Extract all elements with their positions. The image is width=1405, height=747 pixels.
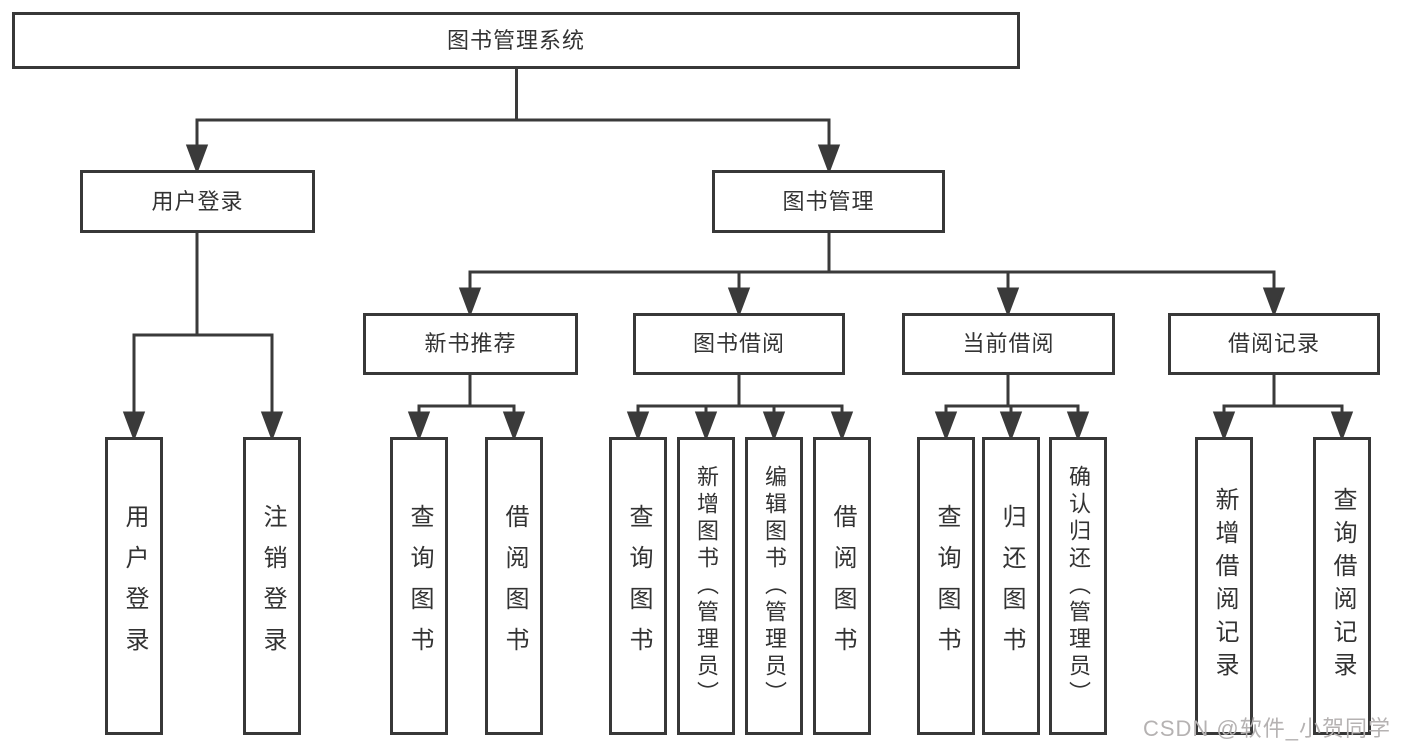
node-user-login: 用户登录 <box>80 170 315 233</box>
leaf-label: 注销登录 <box>259 504 286 668</box>
node-root-label: 图书管理系统 <box>446 27 585 53</box>
csdn-watermark: CSDN @软件_小贺同学 <box>1142 716 1391 741</box>
leaf-label: 新增借阅记录 <box>1211 487 1238 685</box>
leaf-query-books-borrow: 查询图书 <box>609 437 667 735</box>
node-label: 借阅记录 <box>1227 331 1320 356</box>
leaf-return-book: 归还图书 <box>982 437 1040 735</box>
node-book-borrow: 图书借阅 <box>633 313 845 375</box>
leaf-label: 确认归还（管理员） <box>1066 464 1091 708</box>
leaf-query-borrow-record: 查询借阅记录 <box>1313 437 1371 735</box>
node-label: 用户登录 <box>151 188 244 214</box>
leaf-label: 查询图书 <box>406 504 433 668</box>
leaf-add-book-admin: 新增图书（管理员） <box>677 437 735 735</box>
node-label: 图书管理 <box>782 188 875 214</box>
node-root: 图书管理系统 <box>12 12 1020 69</box>
leaf-confirm-return-admin: 确认归还（管理员） <box>1049 437 1107 735</box>
node-label: 新书推荐 <box>424 331 517 356</box>
leaf-label: 归还图书 <box>998 504 1025 668</box>
leaf-query-books-current: 查询图书 <box>917 437 975 735</box>
leaf-label: 借阅图书 <box>829 504 856 668</box>
leaf-label: 查询借阅记录 <box>1329 487 1356 685</box>
leaf-user-login: 用户登录 <box>105 437 163 735</box>
node-label: 图书借阅 <box>692 331 785 356</box>
leaf-label: 新增图书（管理员） <box>694 464 719 708</box>
leaf-query-books-recommend: 查询图书 <box>390 437 448 735</box>
leaf-label: 查询图书 <box>933 504 960 668</box>
node-label: 当前借阅 <box>962 331 1055 356</box>
node-new-book-recommend: 新书推荐 <box>363 313 578 375</box>
leaf-edit-book-admin: 编辑图书（管理员） <box>745 437 803 735</box>
leaf-add-borrow-record: 新增借阅记录 <box>1195 437 1253 735</box>
node-book-management: 图书管理 <box>712 170 945 233</box>
leaf-label: 编辑图书（管理员） <box>762 464 787 708</box>
node-current-borrow: 当前借阅 <box>902 313 1115 375</box>
leaf-label: 借阅图书 <box>501 504 528 668</box>
leaf-label: 用户登录 <box>121 504 148 668</box>
leaf-label: 查询图书 <box>625 504 652 668</box>
node-borrow-records: 借阅记录 <box>1168 313 1380 375</box>
leaf-logout: 注销登录 <box>243 437 301 735</box>
leaf-borrow-books-recommend: 借阅图书 <box>485 437 543 735</box>
leaf-borrow-books: 借阅图书 <box>813 437 871 735</box>
